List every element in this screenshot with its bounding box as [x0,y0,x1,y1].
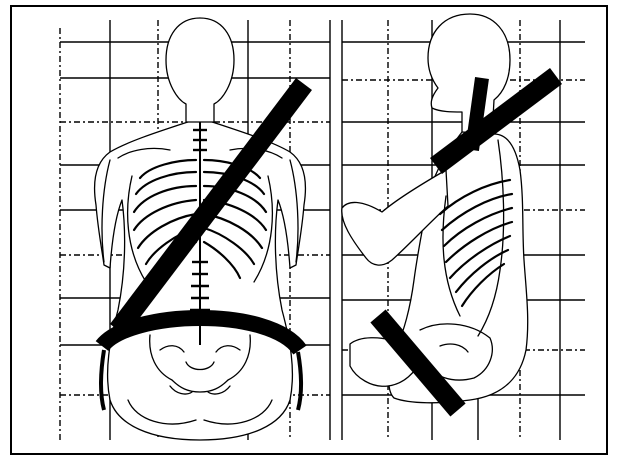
side-shoulder-belt-upper [472,78,482,150]
